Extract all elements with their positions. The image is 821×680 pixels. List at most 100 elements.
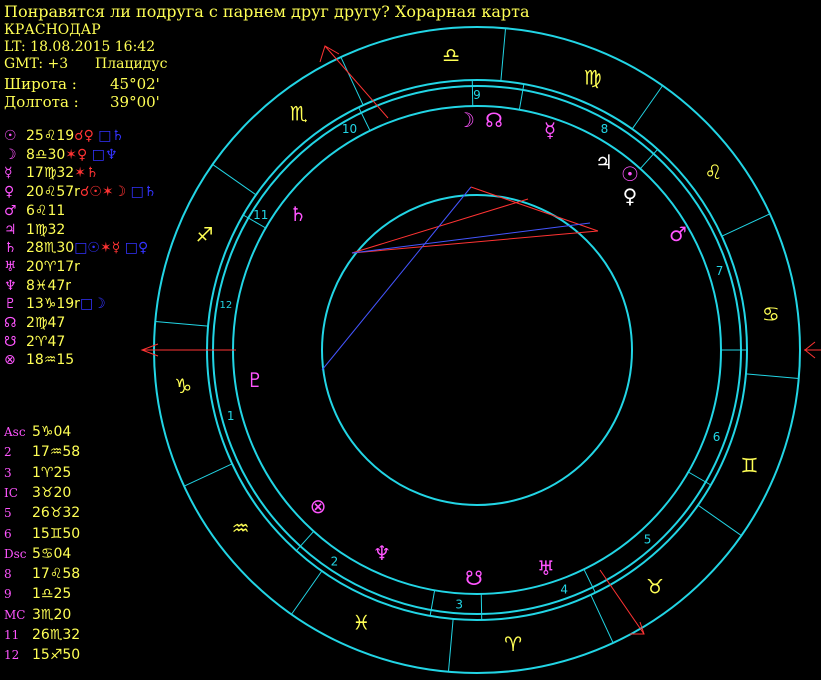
house-number: 9 [473,88,481,102]
house-label: 6 [4,526,12,541]
house-cusp-position: 3♏20 [32,606,72,623]
aspect-label: □♀ [120,240,149,257]
house-number: 6 [713,430,721,444]
ascendant-arrow [140,343,159,357]
planet-position: 6♌11 [26,202,66,219]
house-outer-ring [212,85,742,615]
saturn-chart-glyph: ♄ [289,202,307,226]
zodiac-sign-glyph: ♊ [741,454,759,478]
house-cusp-tick [358,107,371,131]
house-cusp-tick [639,149,659,170]
planet-row: ☿17♍32✶♄ [4,165,98,181]
house-number: 2 [331,554,339,568]
house-number: 5 [644,533,652,547]
chart-title: Понравятся ли подруга с парнем друг друг… [4,2,530,21]
planet-glyph: ♅ [4,258,17,275]
aspect-label: ✶☿ [99,240,121,257]
house-label: MC [4,607,26,622]
sign-boundary [590,594,614,644]
house-label: 12 [4,648,20,663]
house-cusp-position: 1♎25 [32,586,72,603]
planet-position: 2♈47 [26,333,66,350]
aspect-line [351,198,529,254]
planet-row: ☊2♍47 [4,315,65,331]
house-cusp-position: 15♊50 [32,525,81,542]
sign-boundary [631,85,663,130]
house-number: 11 [253,208,268,222]
house-row: MC 3♏20 [4,607,71,623]
uranus-chart-glyph: ♅ [537,556,555,580]
aspect-label: □♄ [93,128,125,144]
planet-glyph: ☋ [4,333,17,350]
planet-position: 28♏30 [26,240,75,257]
aspect-label: ✶☽ [101,184,127,201]
house-cusp-position: 3♉20 [32,484,72,501]
aspect-label: □☉ [74,240,100,257]
gmt-offset: GMT: +3 [4,56,69,72]
south-node-chart-glyph: ☋ [465,566,483,590]
aspect-label: ✶♀ [65,146,88,163]
mars-chart-glyph: ♂ [669,222,687,246]
house-cusp-position: 17♒58 [32,444,81,461]
house-label: Asc [4,425,26,439]
house-label: 5 [4,506,12,521]
latitude-value: 45°02' [110,75,160,93]
sign-boundary [721,213,771,237]
house-cusp-tick [688,471,712,486]
zodiac-sign-glyph: ♈ [504,632,522,656]
house-cusp-position: 26♉32 [32,505,81,522]
zodiac-sign-glyph: ♒ [232,516,250,540]
aspect-line [470,186,599,232]
house-cusp-tick [518,84,525,110]
aspect-label: ☌☉ [79,184,102,201]
house-cusp-position: 5♋04 [32,545,72,562]
house-cusp-position: 5♑04 [32,424,72,440]
house-cusp-position: 15♐50 [32,647,81,664]
zodiac-sign-glyph: ♎ [442,43,460,67]
venus-chart-glyph: ♀ [623,184,638,208]
house-system: Плацидус [95,56,168,72]
aspect-line [351,222,591,254]
sign-boundary [183,463,233,487]
house-cusp-tick [242,214,266,229]
zodiac-sign-glyph: ♑ [174,374,192,398]
planet-row: ♄28♏30□☉✶☿ □♀ [4,240,148,256]
planet-position: 20♈17r [26,258,80,275]
planet-row: ♃1♍32 [4,222,65,238]
zodiac-sign-glyph: ♓ [352,610,370,634]
planet-glyph: ♆ [4,277,17,294]
moon-chart-glyph: ☽ [457,108,475,132]
house-row: Asc 5♑04 [4,424,71,440]
aspect-line [321,186,472,371]
planet-glyph: ⊗ [4,352,16,369]
aspect-label: □♆ [87,146,118,163]
house-label: 3 [4,465,12,480]
sign-boundary [447,618,454,672]
aspect-label: □♄ [126,184,157,201]
planet-position: 20♌57r [26,184,80,201]
planet-position: 8♎30 [26,146,66,163]
house-cusp-tick [583,569,596,593]
house-cusp-tick [295,530,315,551]
planet-position: 1♍32 [26,221,66,238]
aspect-label: ✶♄ [74,165,99,182]
zodiac-sign-glyph: ♐ [196,222,214,246]
planet-row: ♀ 20♌57r☌☉✶☽ □♄ [4,184,156,200]
planet-row: ♂ 6♌11 [4,203,65,219]
aspect-line [351,230,599,254]
house-label: 11 [4,628,20,642]
planet-glyph: ☿ [4,165,13,182]
mercury-chart-glyph: ☿ [544,118,556,142]
sign-boundary [212,164,257,196]
house-label: 8 [4,567,12,582]
north-node-chart-glyph: ☊ [485,108,503,132]
planet-row: ♅ 20♈17r [4,259,80,275]
jupiter-chart-glyph: ♃ [595,150,613,174]
planet-glyph: ♀ [4,184,15,201]
zodiac-sign-glyph: ♋ [762,302,780,326]
house-cusp-position: 17♌58 [32,566,81,583]
house-row: 6 15♊50 [4,526,80,542]
planet-glyph: ♂ [4,202,17,219]
